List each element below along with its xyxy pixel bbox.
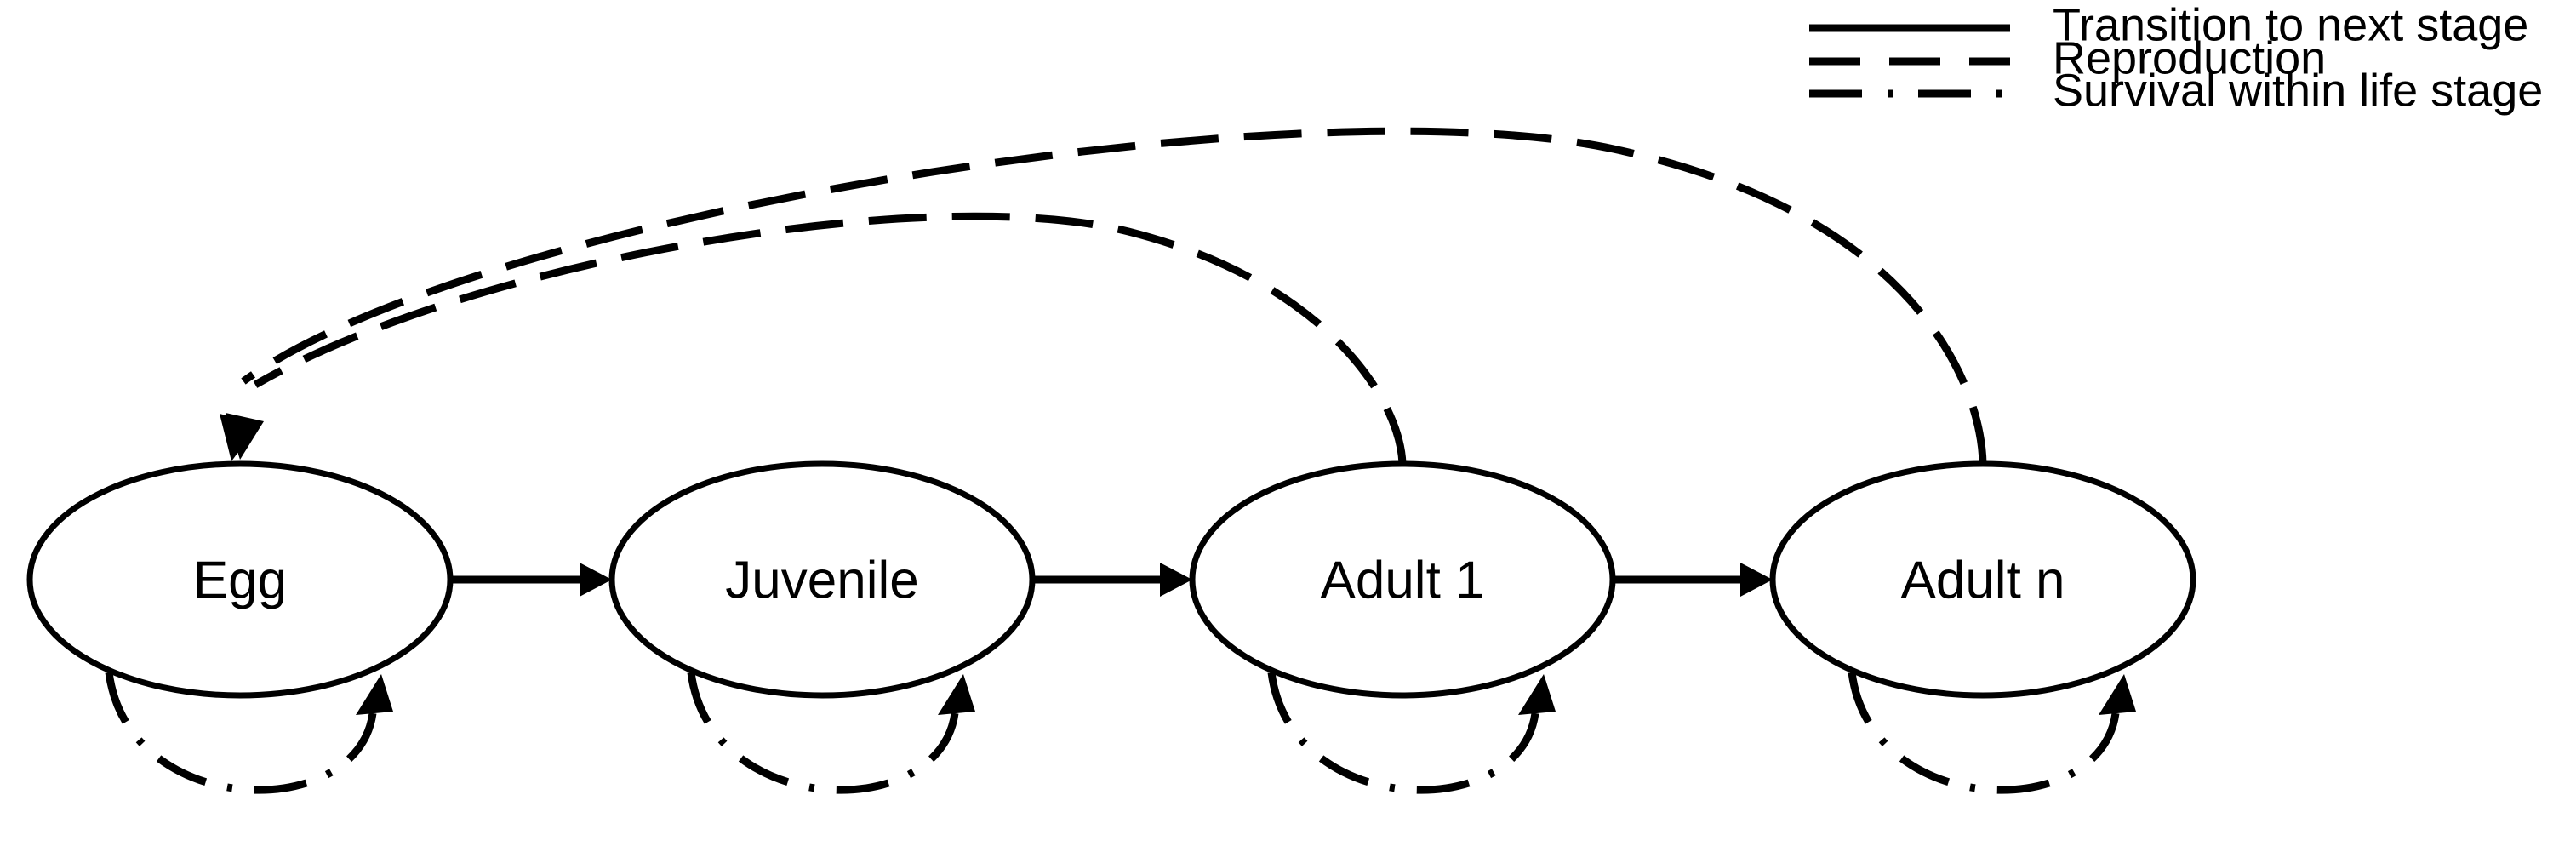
legend-label-reproduction: Reproduction <box>2053 32 2326 83</box>
stage-nodes-group: Egg Juvenile Adult 1 Adult n <box>26 460 2196 699</box>
stage-label-juvenile: Juvenile <box>725 551 918 609</box>
legend-label-transition: Transition to next stage <box>2053 0 2528 50</box>
legend-item-transition[interactable]: Transition to next stage <box>1809 0 2528 50</box>
survival-arrowhead-adultn <box>2099 674 2136 715</box>
stage-label-adultn: Adult n <box>1900 551 2065 609</box>
reproduction-edge-adult1-to-egg[interactable] <box>226 212 1407 465</box>
survival-arc-adultn <box>1848 672 2120 794</box>
transition-edge-egg-to-juvenile[interactable] <box>450 563 612 597</box>
stage-label-egg: Egg <box>193 551 287 609</box>
transition-arrowhead-adult1-adultn <box>1740 563 1773 597</box>
survival-loop-adult1[interactable] <box>1267 672 1556 794</box>
survival-arc-juvenile <box>687 672 959 794</box>
reproduction-edge-adultn-to-egg[interactable] <box>220 127 1987 465</box>
reproduction-arc-adult1-egg <box>253 212 1407 465</box>
survival-loop-adultn[interactable] <box>1848 672 2136 794</box>
survival-arrowhead-adult1 <box>1518 674 1556 715</box>
survival-arc-adult1 <box>1267 672 1539 794</box>
survival-arrowhead-egg <box>356 674 393 715</box>
legend-item-survival[interactable]: Survival within life stage <box>1809 65 2543 116</box>
transition-edges-group <box>450 563 1773 597</box>
reproduction-edges-group <box>220 127 1987 465</box>
legend-item-reproduction[interactable]: Reproduction <box>1809 32 2326 83</box>
legend: Transition to next stage Reproduction Su… <box>1809 0 2543 116</box>
survival-arrowhead-juvenile <box>938 674 975 715</box>
survival-arc-egg <box>105 672 377 794</box>
stage-label-adult1: Adult 1 <box>1320 551 1484 609</box>
legend-label-survival: Survival within life stage <box>2053 65 2543 116</box>
reproduction-arc-adultn-egg <box>241 127 1987 465</box>
transition-arrowhead-egg-juvenile <box>580 563 612 597</box>
survival-loop-egg[interactable] <box>105 672 393 794</box>
stage-node-juvenile[interactable]: Juvenile <box>608 460 1036 699</box>
transition-arrowhead-juvenile-adult1 <box>1160 563 1192 597</box>
survival-loop-juvenile[interactable] <box>687 672 975 794</box>
transition-edge-adult1-to-adultn[interactable] <box>1613 563 1773 597</box>
reproduction-arrowhead-adultn-egg <box>220 414 259 461</box>
survival-loops-group <box>105 672 2136 794</box>
stage-node-adultn[interactable]: Adult n <box>1769 460 2196 699</box>
transition-edge-juvenile-to-adult1[interactable] <box>1032 563 1192 597</box>
stage-node-adult1[interactable]: Adult 1 <box>1189 460 1616 699</box>
stage-node-egg[interactable]: Egg <box>26 460 454 699</box>
